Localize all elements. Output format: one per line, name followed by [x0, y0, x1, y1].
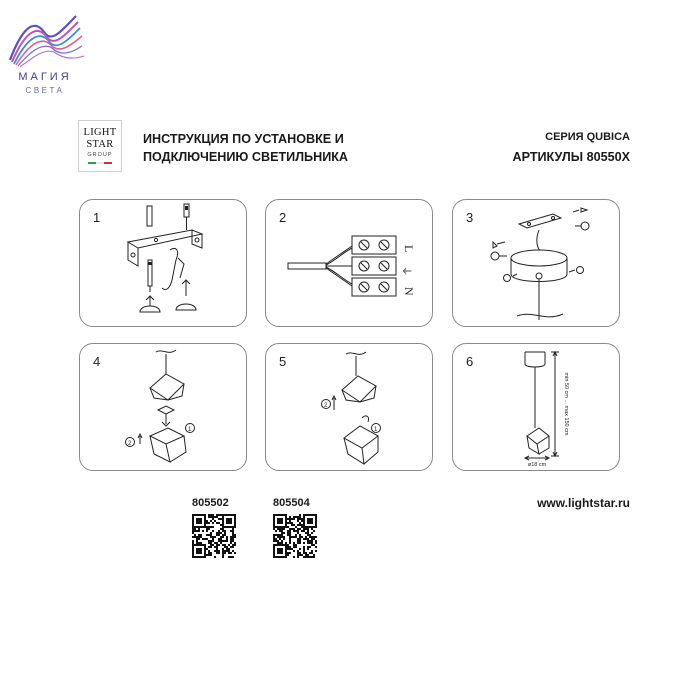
step-4-panel: 4 1 2	[79, 343, 247, 471]
flag-stripe	[88, 162, 112, 164]
step-2-panel: 2 L ⏚ N	[265, 199, 433, 327]
brand-name: МАГИЯ	[18, 71, 72, 83]
logo-line-2: STAR	[86, 139, 114, 150]
title-line-2: ПОДКЛЮЧЕНИЮ СВЕТИЛЬНИКА	[143, 150, 349, 164]
shade-detach-icon: 1 2	[321, 351, 381, 465]
qr-code-b-icon[interactable]	[273, 514, 317, 558]
terminal-label-ground: ⏚	[400, 266, 412, 276]
terminal-block-wiring-icon: L ⏚ N	[287, 235, 416, 297]
step-number: 4	[93, 354, 101, 369]
logo-line-3: GROUP	[87, 152, 113, 158]
dimensions-icon: min 50 cm ... max 150 cm ø18 cm	[523, 350, 569, 468]
step-1-panel: 1	[79, 199, 247, 327]
step-6-panel: 6 min 50 cm ... max 150 cm ø18 cm	[452, 343, 620, 471]
brand-wave-icon	[8, 15, 85, 68]
svg-text:2: 2	[128, 441, 132, 447]
svg-text:1: 1	[374, 427, 378, 433]
manufacturer-logo: LIGHT STAR GROUP	[78, 120, 122, 172]
article-code-a: 805502	[192, 497, 229, 509]
shade-attach-icon: 1 2	[125, 349, 195, 463]
qr-code-a-icon[interactable]	[192, 514, 236, 558]
step-number: 3	[466, 210, 474, 225]
step-number: 2	[279, 210, 287, 225]
title-line-1: ИНСТРУКЦИЯ ПО УСТАНОВКЕ И	[143, 132, 344, 146]
step-number: 1	[93, 210, 101, 225]
svg-text:1: 1	[188, 427, 192, 433]
height-label: min 50 cm ... max 150 cm	[563, 373, 569, 436]
website-link[interactable]: www.lightstar.ru	[537, 496, 630, 510]
articles-label: АРТИКУЛЫ 80550X	[512, 150, 630, 164]
step-3-panel: 3	[452, 199, 620, 327]
series-label: СЕРИЯ QUBICA	[545, 131, 630, 143]
step-number: 6	[466, 354, 474, 369]
step-5-panel: 5 1 2	[265, 343, 433, 471]
diameter-label: ø18 cm	[528, 462, 547, 468]
logo-line-1: LIGHT	[83, 127, 117, 138]
canopy-mounting-icon	[490, 207, 590, 320]
terminal-label-n: N	[402, 287, 416, 296]
step-number: 5	[279, 354, 287, 369]
bracket-mounting-icon	[126, 203, 204, 313]
brand-subtitle: СВЕТА	[25, 86, 65, 95]
svg-text:2: 2	[324, 403, 328, 409]
article-code-b: 805504	[273, 497, 310, 509]
terminal-label-l: L	[402, 245, 416, 252]
brand-logo: МАГИЯ СВЕТА	[4, 8, 86, 98]
page-title: ИНСТРУКЦИЯ ПО УСТАНОВКЕ И ПОДКЛЮЧЕНИЮ СВ…	[143, 130, 423, 166]
